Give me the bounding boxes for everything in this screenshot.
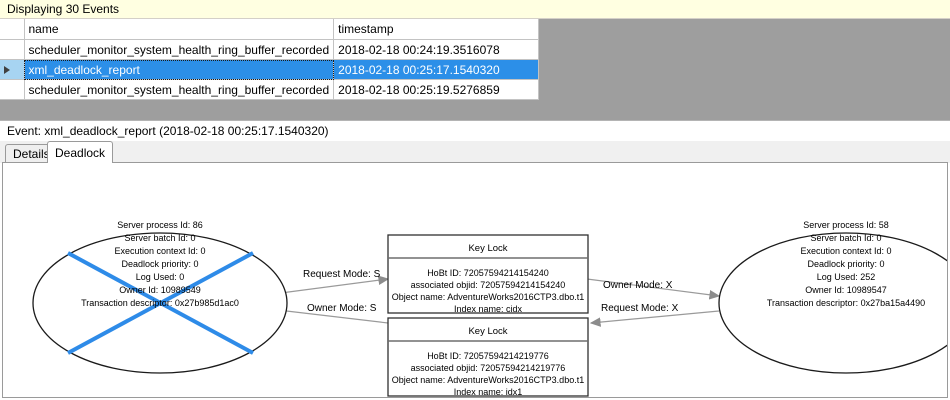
table-header-row: name timestamp <box>0 19 540 40</box>
key-lock-bottom-title: Key Lock <box>468 326 507 337</box>
victim-line-5: Log Used: 0 <box>136 272 185 282</box>
edge-request-x: Request Mode: X <box>589 303 720 327</box>
survivor-line-5: Log Used: 252 <box>817 272 876 282</box>
key-lock-top-line-4: Index name: cidx <box>454 304 523 314</box>
column-header-name[interactable]: name <box>24 19 335 40</box>
key-lock-bottom-line-4: Index name: idx1 <box>454 387 523 397</box>
edge-label-request-s: Request Mode: S <box>303 269 381 280</box>
node-key-lock-bottom[interactable]: Key Lock HoBt ID: 72057594214219776 asso… <box>387 317 589 397</box>
survivor-line-7: Transaction descriptor: 0x27ba15a4490 <box>767 298 925 308</box>
tab-strip: Details Deadlock <box>0 141 950 163</box>
survivor-line-3: Execution context Id: 0 <box>800 246 891 256</box>
edge-label-owner-s: Owner Mode: S <box>307 303 377 314</box>
row-selector-cell-active[interactable] <box>0 59 25 80</box>
column-header-selector <box>0 19 25 40</box>
node-key-lock-top[interactable]: Key Lock HoBt ID: 72057594214154240 asso… <box>387 234 589 314</box>
deadlock-graph-panel: Request Mode: S Owner Mode: X Owner Mode… <box>2 162 948 398</box>
cell-timestamp[interactable]: 2018-02-18 00:24:19.3516078 <box>333 39 540 60</box>
events-grid[interactable]: name timestamp scheduler_monitor_system_… <box>0 19 540 100</box>
victim-line-6: Owner Id: 10989549 <box>119 285 201 295</box>
table-row[interactable]: scheduler_monitor_system_health_ring_buf… <box>0 39 540 60</box>
survivor-line-4: Deadlock priority: 0 <box>807 259 884 269</box>
node-victim-process[interactable]: Server process Id: 86 Server batch Id: 0… <box>32 220 288 374</box>
victim-line-7: Transaction descriptor: 0x27b985d1ac0 <box>81 298 239 308</box>
survivor-line-2: Server batch Id: 0 <box>810 233 881 243</box>
key-lock-top-line-2: associated objid: 72057594214154240 <box>411 280 566 290</box>
row-selector-cell[interactable] <box>0 39 25 60</box>
cell-timestamp[interactable]: 2018-02-18 00:25:19.5276859 <box>333 79 540 100</box>
tab-deadlock[interactable]: Deadlock <box>47 141 114 163</box>
events-count-banner: Displaying 30 Events <box>0 0 950 19</box>
cell-timestamp[interactable]: 2018-02-18 00:25:17.1540320 <box>333 59 540 80</box>
victim-line-2: Server batch Id: 0 <box>124 233 195 243</box>
cell-name[interactable]: scheduler_monitor_system_health_ring_buf… <box>24 39 335 60</box>
survivor-line-1: Server process Id: 58 <box>803 220 889 230</box>
table-row-selected[interactable]: xml_deadlock_report 2018-02-18 00:25:17.… <box>0 59 540 80</box>
play-triangle-icon <box>4 66 10 75</box>
victim-line-1: Server process Id: 86 <box>117 220 203 230</box>
events-grid-area: name timestamp scheduler_monitor_system_… <box>0 19 950 120</box>
key-lock-bottom-line-3: Object name: AdventureWorks2016CTP3.dbo.… <box>392 375 584 385</box>
survivor-line-6: Owner Id: 10989547 <box>805 285 887 295</box>
cell-name[interactable]: xml_deadlock_report <box>24 59 335 80</box>
table-row[interactable]: scheduler_monitor_system_health_ring_buf… <box>0 79 540 100</box>
key-lock-top-line-3: Object name: AdventureWorks2016CTP3.dbo.… <box>392 292 584 302</box>
key-lock-top-line-1: HoBt ID: 72057594214154240 <box>427 268 549 278</box>
edge-owner-x: Owner Mode: X <box>586 278 721 300</box>
edge-label-owner-x: Owner Mode: X <box>603 280 673 291</box>
victim-line-4: Deadlock priority: 0 <box>121 259 198 269</box>
victim-cross-icon <box>67 251 254 355</box>
key-lock-top-title: Key Lock <box>468 243 507 254</box>
node-surviving-process[interactable]: Server process Id: 58 Server batch Id: 0… <box>718 220 947 374</box>
victim-line-3: Execution context Id: 0 <box>114 246 205 256</box>
event-header-label: Event: xml_deadlock_report (2018-02-18 0… <box>0 120 950 140</box>
key-lock-bottom-line-2: associated objid: 72057594214219776 <box>411 363 566 373</box>
column-header-timestamp[interactable]: timestamp <box>333 19 540 40</box>
cell-name[interactable]: scheduler_monitor_system_health_ring_buf… <box>24 79 335 100</box>
edge-label-request-x: Request Mode: X <box>601 303 679 314</box>
deadlock-graph-svg: Request Mode: S Owner Mode: X Owner Mode… <box>32 220 947 397</box>
row-selector-cell[interactable] <box>0 79 25 100</box>
key-lock-bottom-line-1: HoBt ID: 72057594214219776 <box>427 351 549 361</box>
